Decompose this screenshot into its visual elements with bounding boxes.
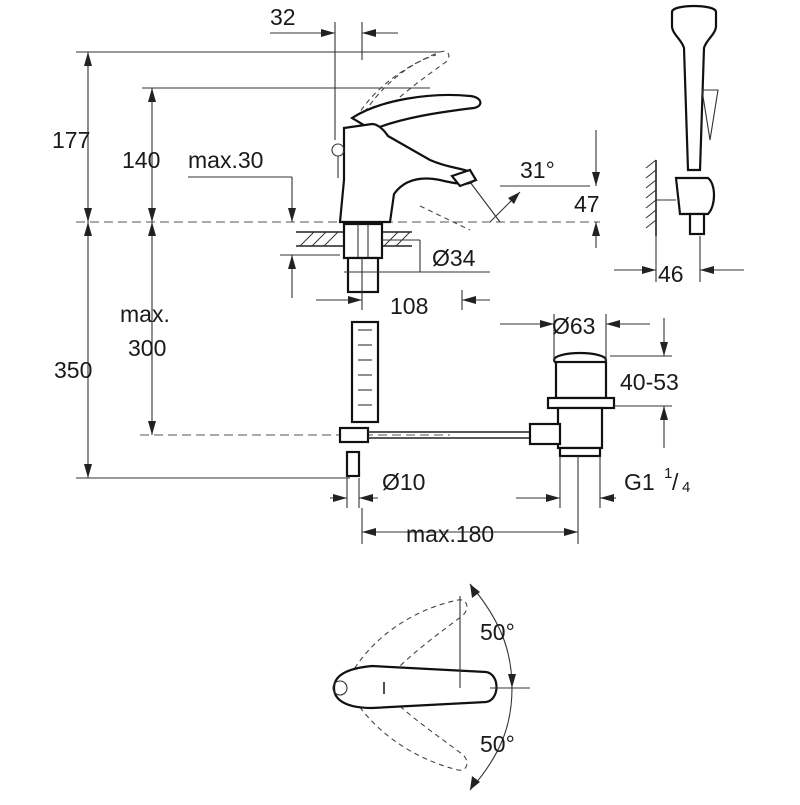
supply-hose [338,320,380,478]
dimension-350 [76,222,350,479]
dimension-max180 [361,456,579,544]
tap-side-view [331,50,482,231]
dimension-50-top [469,583,530,689]
label-thread-slash: / [672,469,679,495]
dimension-thread [516,456,616,508]
dimension-diameter-63 [500,314,650,362]
label-50-degree-top: 50° [480,619,515,645]
dimension-diameter-10 [330,478,378,508]
drain-assembly [528,351,616,458]
dimension-46 [614,236,744,282]
label-diameter-10: Ø10 [382,469,425,495]
label-diameter-34: Ø34 [432,245,476,271]
label-350: 350 [54,357,92,383]
label-thread-g: G1 [624,469,655,495]
dimension-140 [142,87,430,222]
label-32: 32 [270,4,296,30]
label-thread-denominator: 4 [682,479,690,496]
label-40-53: 40-53 [620,369,679,395]
label-46: 46 [658,261,684,287]
dimension-31-degree [469,181,590,223]
label-max180: max.180 [406,521,494,547]
dimension-32 [270,22,398,140]
label-max30: max.30 [188,147,263,173]
dimension-diameter-34 [344,239,490,273]
dimension-108 [316,290,490,310]
lever-top-view [332,596,498,771]
label-50-degree-bottom: 50° [480,731,515,757]
label-300: 300 [128,335,166,361]
dimension-40-53 [610,318,672,448]
countertop-section [296,222,412,294]
dimension-47 [592,130,600,248]
label-177: 177 [52,127,90,153]
dimension-max30 [188,176,340,298]
dimension-max300 [148,222,156,435]
label-max: max. [120,301,170,327]
label-31-degree: 31° [520,157,555,183]
label-108: 108 [390,293,428,319]
dimension-177 [76,51,440,222]
label-140: 140 [122,147,160,173]
dimension-50-bottom [469,687,513,791]
hand-shower [645,4,719,236]
label-thread-numerator: 1 [664,465,672,482]
label-diameter-63: Ø63 [552,313,595,339]
label-47: 47 [574,191,600,217]
label-thread: G1 1 / 4 [624,465,690,496]
